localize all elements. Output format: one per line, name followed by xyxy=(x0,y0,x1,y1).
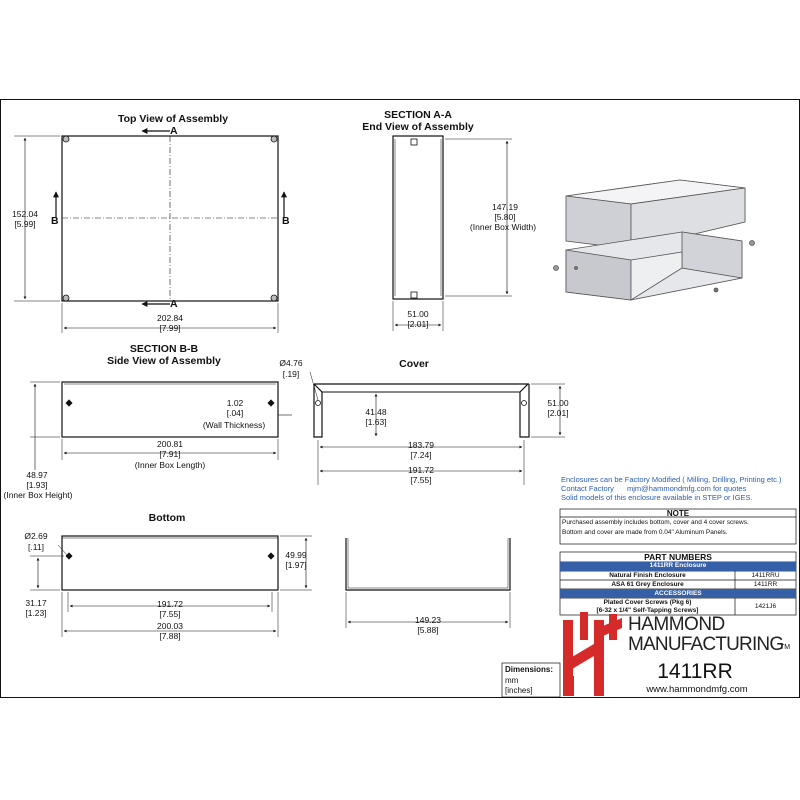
bottom-hole-span-in: [7.55] xyxy=(159,609,181,619)
top-view xyxy=(14,128,287,333)
notice-line-1: Enclosures can be Factory Modified ( Mil… xyxy=(561,475,782,484)
dimensions-unit-mm: mm xyxy=(505,676,519,685)
bottom-title: Bottom xyxy=(148,512,186,524)
notice-line-3: Solid models of this enclosure available… xyxy=(561,493,753,502)
end-view-title-2: End View of Assembly xyxy=(362,121,474,133)
cover-width-mm: 191.72 xyxy=(408,465,434,475)
bottom-hole-in: [.11] xyxy=(28,542,44,552)
bottom-end-width-mm: 149.23 xyxy=(415,615,441,625)
end-height-in: [5.80] xyxy=(494,212,516,222)
bottom-hole-h-mm: 31.17 xyxy=(25,598,47,608)
side-height-in: [1.93] xyxy=(26,480,48,490)
brand-tm: TM xyxy=(780,644,791,651)
end-view-title-1: SECTION A-A xyxy=(384,109,452,121)
note-header: NOTE xyxy=(666,509,690,518)
end-width-mm: 51.00 xyxy=(407,309,429,319)
side-height-mm: 48.97 xyxy=(26,470,48,480)
parts-row-2-desc: ASA 61 Grey Enclosure xyxy=(611,581,684,588)
accessories-header: ACCESSORIES xyxy=(654,590,702,597)
cover-height-mm: 51.00 xyxy=(547,398,569,408)
section-a-label-bottom: A xyxy=(170,298,178,310)
bottom-width-in: [7.88] xyxy=(159,631,181,641)
bottom-height-mm: 49.99 xyxy=(285,550,307,560)
cover-hole-span-in: [7.24] xyxy=(410,450,432,460)
cover-hole-in: [.19] xyxy=(282,369,300,379)
cover-hole-mm: Ø4.76 xyxy=(279,358,303,368)
bottom-end-width-in: [5.88] xyxy=(417,625,439,635)
end-height-mm: 147.19 xyxy=(492,202,518,212)
parts-subheader: 1411RR Enclosure xyxy=(649,562,707,569)
top-width-mm: 202.84 xyxy=(157,313,183,323)
bottom-width-mm: 200.03 xyxy=(157,621,183,631)
brand-name-1: HAMMOND xyxy=(628,614,725,635)
isometric-enclosure xyxy=(553,179,755,301)
accessory-desc-1: Plated Cover Screws (Pkg 6) xyxy=(603,599,692,606)
top-height-in: [5.99] xyxy=(14,219,36,229)
cover-height-in: [2.01] xyxy=(547,408,569,418)
cover-width-in: [7.55] xyxy=(410,475,432,485)
cover-inner-h-in: [1.63] xyxy=(365,417,387,427)
dimensions-label: Dimensions: xyxy=(505,665,554,674)
brand-name-2: MANUFACTURING xyxy=(628,634,784,655)
parts-row-1-part: 1411RRU xyxy=(751,572,780,579)
section-b-label: B xyxy=(51,215,59,227)
wall-in: [.04] xyxy=(226,408,244,418)
top-view-title: Top View of Assembly xyxy=(117,113,229,125)
side-view-title-2: Side View of Assembly xyxy=(107,355,221,367)
bottom-view xyxy=(30,535,312,637)
model-number: 1411RR xyxy=(657,660,733,683)
hammond-logo xyxy=(563,612,622,696)
bottom-height-in: [1.97] xyxy=(285,560,307,570)
cover-view xyxy=(309,371,565,485)
bottom-end-view xyxy=(345,538,511,628)
accessory-desc-2: [6-32 x 1/4" Self-Tapping Screws] xyxy=(596,607,699,614)
cover-inner-h-mm: 41.48 xyxy=(365,407,387,417)
note-line-2: Bottom and cover are made from 0.04" Alu… xyxy=(562,529,728,536)
notice-contact-email[interactable]: mjm@hammondmfg.com for quotes xyxy=(627,484,747,493)
parts-header: PART NUMBERS xyxy=(644,552,712,562)
wall-mm: 1.02 xyxy=(226,398,244,408)
notice-line-2a: Contact Factory xyxy=(561,484,614,493)
end-width-in: [2.01] xyxy=(407,319,429,329)
side-length-in: [7.91] xyxy=(159,449,181,459)
side-height-note: (Inner Box Height) xyxy=(3,490,73,500)
parts-table: PART NUMBERS 1411RR Enclosure Natural Fi… xyxy=(560,552,796,615)
bottom-hole-h-in: [1.23] xyxy=(25,608,47,618)
accessories-header-bg xyxy=(560,589,796,598)
parts-row-1-desc: Natural Finish Enclosure xyxy=(609,572,686,579)
accessory-part: 1421J6 xyxy=(754,603,777,610)
side-length-mm: 200.81 xyxy=(157,439,183,449)
section-b-label-right: B xyxy=(282,215,290,227)
side-view xyxy=(30,381,292,470)
cover-hole-span-mm: 183.79 xyxy=(408,440,434,450)
cover-title: Cover xyxy=(399,358,429,370)
bottom-hole-span-mm: 191.72 xyxy=(157,599,183,609)
website[interactable]: www.hammondmfg.com xyxy=(646,684,748,695)
note-line-1: Purchased assembly includes bottom, cove… xyxy=(562,519,749,526)
top-height-mm: 152.04 xyxy=(12,209,38,219)
side-length-note: (Inner Box Length) xyxy=(134,460,206,470)
section-a-label: A xyxy=(170,125,178,137)
top-width-in: [7.99] xyxy=(159,323,181,333)
dimensions-unit-inches: [inches] xyxy=(505,686,533,695)
parts-row-2-part: 1411RR xyxy=(753,581,778,588)
wall-note: (Wall Thickness) xyxy=(202,420,266,430)
bottom-hole-mm: Ø2.69 xyxy=(24,531,48,541)
side-view-title-1: SECTION B-B xyxy=(129,343,199,355)
end-view xyxy=(392,135,512,331)
parts-subheader-bg xyxy=(560,562,796,571)
end-height-note: (Inner Box Width) xyxy=(469,222,537,232)
